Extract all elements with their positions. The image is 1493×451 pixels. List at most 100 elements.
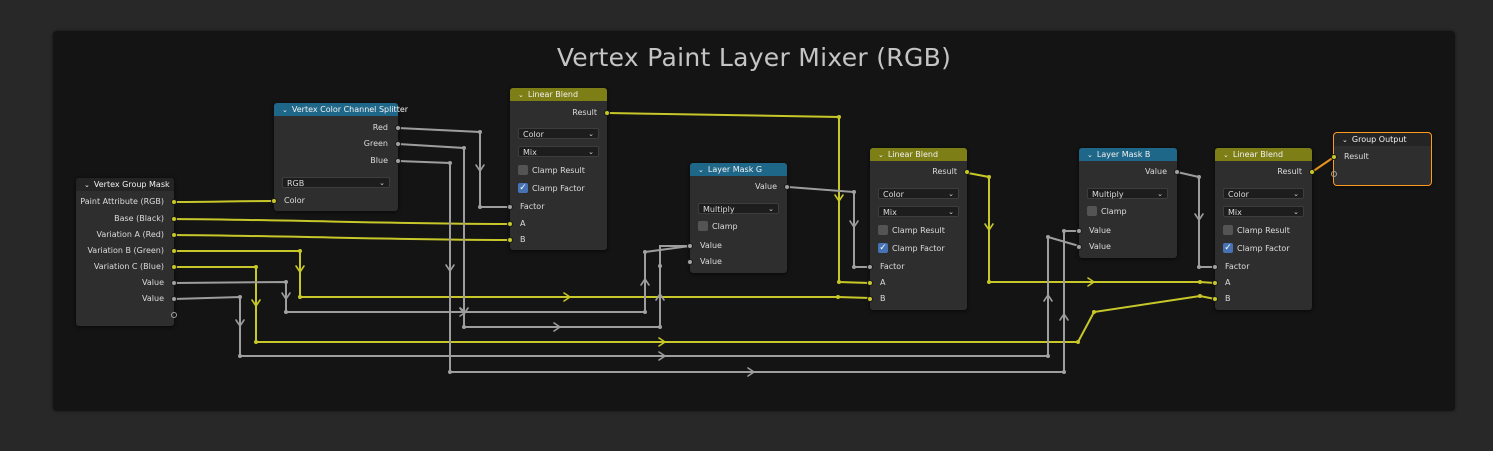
- output-socket[interactable]: [784, 184, 790, 190]
- arrow-icon: [281, 292, 291, 300]
- dropdown-value: Mix: [1228, 208, 1242, 217]
- output-socket[interactable]: [171, 248, 177, 254]
- clamp-result-checkbox[interactable]: Clamp Result: [1223, 224, 1290, 237]
- checkbox-unchecked-icon[interactable]: [698, 220, 708, 231]
- input-socket[interactable]: [867, 264, 873, 270]
- chevron-down-icon[interactable]: ⌄: [878, 151, 884, 159]
- checkbox-unchecked-icon[interactable]: [878, 224, 888, 235]
- type-dropdown[interactable]: Color⌄: [1223, 188, 1304, 199]
- arrow-icon: [658, 351, 666, 361]
- node-header[interactable]: ⌄Linear Blend: [1215, 148, 1312, 161]
- operation-dropdown[interactable]: Multiply⌄: [1087, 188, 1168, 199]
- output-socket[interactable]: [171, 296, 177, 302]
- chevron-down-icon[interactable]: ⌄: [518, 91, 524, 99]
- node-header[interactable]: ⌄Linear Blend: [870, 148, 967, 161]
- dropdown-arrow-icon: ⌄: [379, 179, 385, 187]
- node-header[interactable]: ⌄Vertex Group Mask: [76, 178, 174, 191]
- checkmark-icon[interactable]: ✓: [518, 182, 528, 193]
- node-layer-mask-g[interactable]: ⌄Layer Mask G Value Multiply⌄ Clamp Valu…: [687, 163, 790, 273]
- checkbox-label: Clamp Result: [1237, 226, 1290, 235]
- input-socket[interactable]: [687, 259, 693, 265]
- arrow-icon: [563, 292, 571, 302]
- arrow-icon: [1194, 213, 1204, 221]
- input-socket[interactable]: [507, 221, 513, 227]
- input-socket[interactable]: [1212, 296, 1218, 302]
- clamp-factor-checkbox[interactable]: ✓Clamp Factor: [878, 242, 945, 255]
- clamp-result-checkbox[interactable]: Clamp Result: [878, 224, 945, 237]
- output-label: Value: [142, 294, 164, 303]
- input-socket[interactable]: [271, 198, 277, 204]
- input-socket[interactable]: [1212, 264, 1218, 270]
- checkbox-unchecked-icon[interactable]: [1087, 205, 1097, 216]
- operation-dropdown[interactable]: Multiply⌄: [698, 203, 779, 214]
- output-socket[interactable]: [395, 158, 401, 164]
- chevron-down-icon[interactable]: ⌄: [84, 181, 90, 189]
- output-socket[interactable]: [171, 232, 177, 238]
- input-socket[interactable]: [687, 243, 693, 249]
- input-socket[interactable]: [507, 237, 513, 243]
- mode-dropdown[interactable]: Mix⌄: [1223, 206, 1304, 217]
- checkbox-unchecked-icon[interactable]: [518, 164, 528, 175]
- dropdown-value: Multiply: [703, 205, 735, 214]
- output-socket[interactable]: [604, 110, 610, 116]
- input-socket[interactable]: [507, 204, 513, 210]
- node-linear-blend-1[interactable]: ⌄Linear Blend Result Color⌄ Mix⌄ Clamp R…: [507, 88, 610, 250]
- output-label: Green: [363, 139, 388, 148]
- link-mask-g-to-blend2-factor: [787, 186, 870, 268]
- input-socket[interactable]: [867, 280, 873, 286]
- empty-output-socket[interactable]: [171, 312, 177, 318]
- dropdown-arrow-icon: ⌄: [588, 130, 594, 138]
- chevron-down-icon[interactable]: ⌄: [698, 166, 704, 174]
- clamp-checkbox[interactable]: Clamp: [698, 220, 738, 233]
- output-socket[interactable]: [171, 199, 177, 205]
- node-channel-splitter[interactable]: ⌄Vertex Color Channel Splitter Red Green…: [271, 103, 408, 211]
- chevron-down-icon[interactable]: ⌄: [282, 106, 288, 114]
- node-vertex-group-mask[interactable]: ⌄Vertex Group Mask Paint Attribute (RGB)…: [76, 178, 177, 326]
- clamp-factor-checkbox[interactable]: ✓Clamp Factor: [1223, 242, 1290, 255]
- output-socket[interactable]: [1309, 169, 1315, 175]
- output-socket[interactable]: [395, 125, 401, 131]
- chevron-down-icon[interactable]: ⌄: [1223, 151, 1229, 159]
- input-socket[interactable]: [1076, 244, 1082, 250]
- output-socket[interactable]: [171, 216, 177, 222]
- node-group-output[interactable]: ⌄Group Output Result: [1331, 132, 1432, 186]
- dropdown-arrow-icon: ⌄: [1293, 190, 1299, 198]
- input-socket[interactable]: [1212, 280, 1218, 286]
- link-blue-to-mask-b-lower: [397, 160, 1079, 373]
- node-header[interactable]: ⌄Group Output: [1334, 133, 1431, 146]
- mode-dropdown[interactable]: Mix⌄: [518, 146, 599, 157]
- output-socket[interactable]: [395, 141, 401, 147]
- node-linear-blend-3[interactable]: ⌄Linear Blend Result Color⌄ Mix⌄ Clamp R…: [1212, 148, 1315, 310]
- checkmark-icon[interactable]: ✓: [878, 242, 888, 253]
- empty-input-socket[interactable]: [1331, 171, 1337, 177]
- chevron-down-icon[interactable]: ⌄: [1342, 136, 1348, 144]
- checkbox-unchecked-icon[interactable]: [1223, 224, 1233, 235]
- node-header[interactable]: ⌄Vertex Color Channel Splitter: [274, 103, 408, 116]
- clamp-result-checkbox[interactable]: Clamp Result: [518, 164, 585, 177]
- mode-dropdown[interactable]: Mix⌄: [878, 206, 959, 217]
- chevron-down-icon[interactable]: ⌄: [1087, 151, 1093, 159]
- output-socket[interactable]: [964, 169, 970, 175]
- node-linear-blend-2[interactable]: ⌄Linear Blend Result Color⌄ Mix⌄ Clamp R…: [867, 148, 970, 310]
- type-dropdown[interactable]: Color⌄: [518, 128, 599, 139]
- node-header[interactable]: ⌄Layer Mask G: [690, 163, 787, 176]
- input-socket[interactable]: [1331, 154, 1337, 160]
- mode-dropdown[interactable]: RGB⌄: [282, 177, 390, 188]
- type-dropdown[interactable]: Color⌄: [878, 188, 959, 199]
- clamp-factor-checkbox[interactable]: ✓Clamp Factor: [518, 182, 585, 195]
- node-header[interactable]: ⌄Layer Mask B: [1079, 148, 1177, 161]
- clamp-checkbox[interactable]: Clamp: [1087, 205, 1127, 218]
- input-label: Result: [1344, 152, 1369, 161]
- arrow-icon: [295, 265, 305, 273]
- checkmark-icon[interactable]: ✓: [1223, 242, 1233, 253]
- output-socket[interactable]: [1174, 169, 1180, 175]
- output-socket[interactable]: [171, 280, 177, 286]
- node-layer-mask-b[interactable]: ⌄Layer Mask B Value Multiply⌄ Clamp Valu…: [1076, 148, 1180, 258]
- node-title: Layer Mask G: [707, 165, 763, 174]
- node-header[interactable]: ⌄Linear Blend: [510, 88, 607, 101]
- link-blend1-result-to-blend2-a: [607, 112, 871, 284]
- input-socket[interactable]: [867, 296, 873, 302]
- input-socket[interactable]: [1076, 228, 1082, 234]
- output-socket[interactable]: [171, 264, 177, 270]
